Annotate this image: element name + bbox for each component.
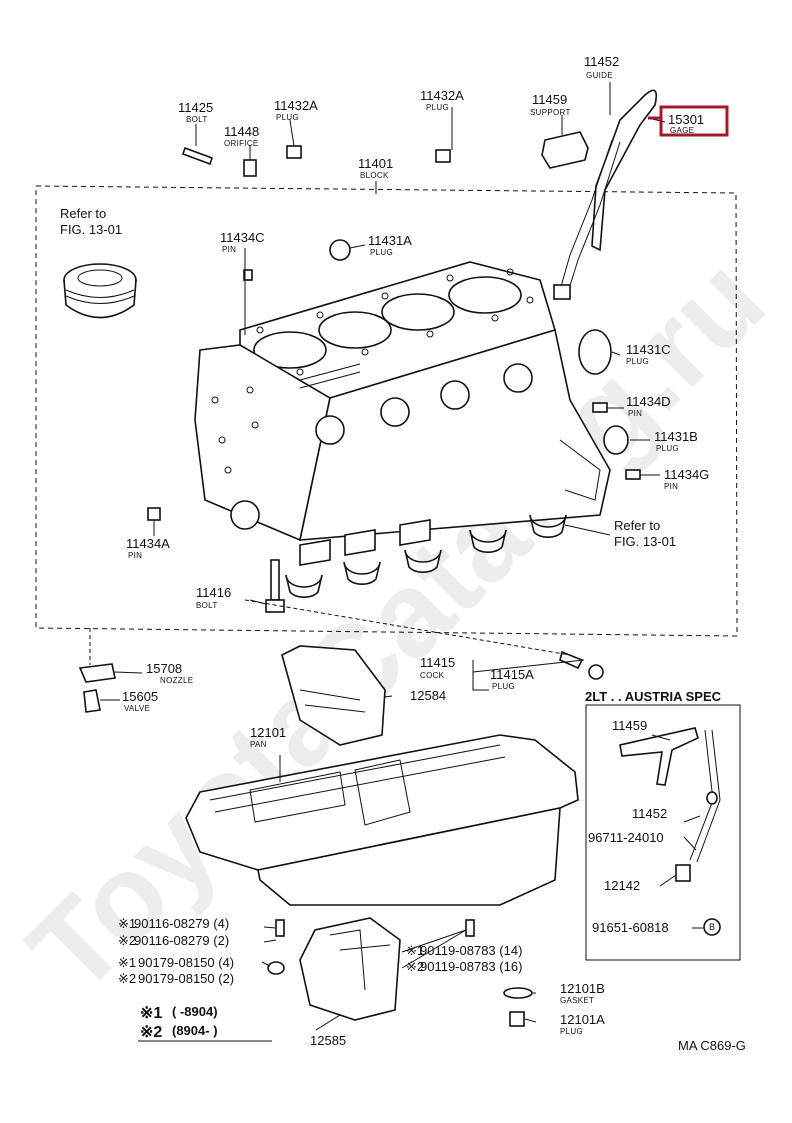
- highlight-box: [659, 105, 729, 137]
- part-desc: PIN: [628, 409, 642, 418]
- part-number: 11448: [224, 124, 259, 139]
- part-number: 11434C: [220, 230, 265, 245]
- oil-dipstick: [553, 89, 658, 300]
- svg-text:(8904- ): (8904- ): [172, 1023, 218, 1038]
- part-labels: 11425 BOLT 11448 ORIFICE 11432A PLUG 114…: [122, 54, 709, 1048]
- support-bracket: [541, 131, 589, 169]
- part-desc: PIN: [128, 551, 142, 560]
- part-number: 11459: [532, 92, 567, 107]
- part-number: 11415A: [490, 667, 534, 682]
- part-desc: BOLT: [196, 601, 218, 610]
- svg-text:※1: ※1: [118, 955, 136, 970]
- circle-b-mark: B: [709, 922, 715, 932]
- svg-text:※1: ※1: [406, 943, 424, 958]
- austria-spec-parts: [619, 727, 721, 936]
- part-desc: PLUG: [370, 248, 393, 257]
- svg-text:90116-08279 (2): 90116-08279 (2): [134, 933, 229, 948]
- part-number: 11416: [196, 585, 231, 600]
- svg-text:90179-08150 (2): 90179-08150 (2): [138, 971, 234, 986]
- part-desc: GASKET: [560, 996, 594, 1005]
- bolt-notes: ※1 90116-08279 (4) ※2 90116-08279 (2) ※1…: [118, 916, 522, 986]
- part-desc: BOLT: [186, 115, 208, 124]
- part-desc: PIN: [664, 482, 678, 491]
- part-number: 11452: [584, 54, 619, 69]
- austria-part: 12142: [604, 878, 640, 893]
- piston-ref-line1: Refer to: [60, 206, 106, 221]
- part-number: 11434G: [664, 467, 709, 482]
- bearing-ref-line1: Refer to: [614, 518, 660, 533]
- svg-text:※2: ※2: [140, 1024, 162, 1041]
- part-desc: ORIFICE: [224, 139, 259, 148]
- part-desc: COCK: [420, 671, 445, 680]
- part-number: 11431A: [368, 233, 412, 248]
- part-number: 11432A: [420, 88, 464, 103]
- part-desc: PLUG: [626, 357, 649, 366]
- part-number: 11434A: [126, 536, 170, 551]
- svg-text:※1: ※1: [140, 1005, 162, 1022]
- piston-ref-line2: FIG. 13-01: [60, 222, 122, 237]
- part-desc: GUIDE: [586, 71, 613, 80]
- pan-bolts: [267, 919, 533, 1027]
- small-parts: [78, 145, 641, 713]
- part-number: 11434D: [626, 394, 671, 409]
- austria-spec-box: [585, 704, 741, 961]
- part-number: 15605: [122, 689, 158, 704]
- austria-part: 11452: [632, 806, 667, 821]
- part-number: 11432A: [274, 98, 318, 113]
- part-number-highlighted: 15301: [668, 112, 704, 127]
- part-number: 11415: [420, 655, 455, 670]
- svg-text:※1: ※1: [118, 916, 136, 931]
- part-number: 12101A: [560, 1012, 605, 1027]
- part-desc: PLUG: [426, 103, 449, 112]
- part-desc: VALVE: [124, 704, 150, 713]
- svg-text:90179-08150 (4): 90179-08150 (4): [138, 955, 234, 970]
- block-group-outline: [35, 185, 738, 637]
- svg-text:※2: ※2: [118, 933, 136, 948]
- svg-text:90119-08783 (14): 90119-08783 (14): [420, 943, 522, 958]
- oil-strainer-12585: [299, 917, 401, 1021]
- piston-icon: [63, 263, 137, 319]
- part-number: 11431C: [626, 342, 671, 357]
- part-number: 11401: [358, 156, 393, 171]
- part-desc: PAN: [250, 740, 267, 749]
- part-desc: BLOCK: [360, 171, 389, 180]
- part-desc: PLUG: [560, 1027, 583, 1036]
- part-number: 15708: [146, 661, 182, 676]
- part-number: 11425: [178, 100, 213, 115]
- part-number: 12101: [250, 725, 286, 740]
- bearing-ref-line2: FIG. 13-01: [614, 534, 676, 549]
- part-number: 12101B: [560, 981, 605, 996]
- svg-text:※2: ※2: [406, 959, 424, 974]
- part-desc: PLUG: [492, 682, 515, 691]
- part-desc: GAGE: [670, 126, 694, 135]
- austria-part: 96711-24010: [588, 830, 664, 845]
- austria-spec-title: 2LT . . AUSTRIA SPEC: [585, 689, 722, 704]
- austria-part: 11459: [612, 718, 647, 733]
- part-desc: NOZZLE: [160, 676, 193, 685]
- part-number: 12584: [410, 688, 446, 703]
- main-bearings: [285, 514, 567, 598]
- part-number: 11431B: [654, 429, 698, 444]
- part-desc: PIN: [222, 245, 236, 254]
- part-desc: PLUG: [276, 113, 299, 122]
- part-number: 12585: [310, 1033, 346, 1048]
- svg-text:90119-08783 (16): 90119-08783 (16): [420, 959, 522, 974]
- part-desc: SUPPORT: [530, 108, 571, 117]
- leader-lines: [89, 82, 703, 1031]
- part-desc: PLUG: [656, 444, 679, 453]
- cylinder-block[interactable]: [194, 261, 611, 566]
- legend: ※1 ( -8904) ※2 (8904- ): [138, 1004, 272, 1042]
- diagram-code: MA C869-G: [678, 1038, 746, 1053]
- svg-text:( -8904): ( -8904): [172, 1004, 218, 1019]
- oil-pan-12101: [185, 734, 579, 906]
- svg-text:90116-08279 (4): 90116-08279 (4): [134, 916, 229, 931]
- svg-text:※2: ※2: [118, 971, 136, 986]
- austria-part: 91651-60818: [592, 920, 669, 935]
